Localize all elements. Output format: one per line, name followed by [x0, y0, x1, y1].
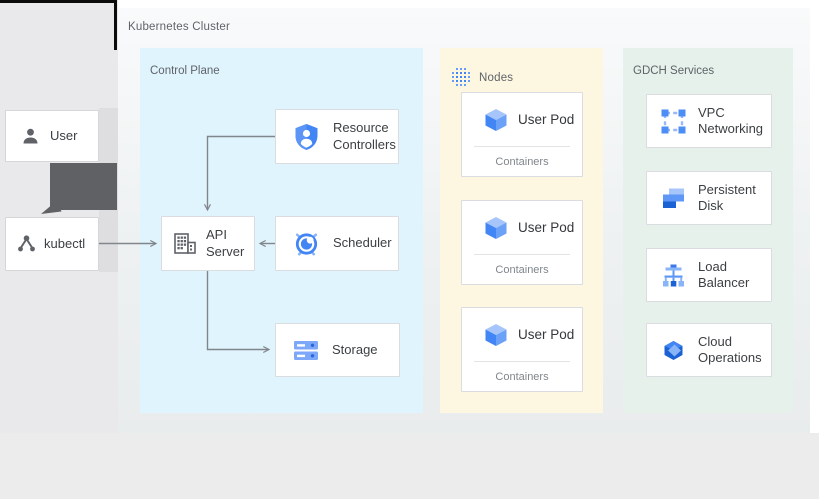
scheduler-clock-icon: [293, 230, 320, 257]
artifact-top-bar: [0, 0, 117, 3]
pod-cube-icon: [483, 322, 509, 348]
storage-label: Storage: [332, 341, 378, 357]
scheduler-label: Scheduler: [333, 235, 392, 251]
gdch-services-label: GDCH Services: [633, 65, 715, 77]
api-server-building-icon: [174, 233, 196, 254]
user-icon: [21, 127, 40, 146]
pod-cube-icon: [483, 215, 509, 241]
user-label: User: [50, 127, 78, 143]
cloud-operations-card: Cloud Operations: [646, 323, 772, 377]
persistent-disk-icon: [661, 186, 686, 211]
user-pod-row: User Pod: [462, 201, 582, 254]
shield-user-icon: [293, 123, 320, 151]
nodes-header: Nodes: [452, 68, 513, 87]
storage-disks-icon: [293, 339, 319, 362]
gdch-services-panel: GDCH Services VPC Networking: [623, 48, 793, 413]
big-arrow-user-to-kubectl: [50, 163, 117, 210]
user-pod-label: User Pod: [518, 112, 575, 127]
kubectl-label: kubectl: [44, 235, 86, 251]
load-balancer-card: Load Balancer: [646, 248, 772, 302]
nodes-panel: Nodes User Pod Containers: [440, 48, 603, 413]
vpc-networking-icon: [661, 109, 686, 134]
vpc-networking-label: VPC Networking: [698, 104, 764, 136]
bottom-gray-strip: [0, 433, 819, 499]
user-pod-card: User Pod Containers: [461, 200, 583, 285]
containers-label: Containers: [495, 156, 549, 168]
pod-divider: [474, 361, 570, 362]
resource-controllers-label: Resource Controllers: [333, 120, 396, 152]
containers-label: Containers: [495, 264, 549, 276]
containers-label: Containers: [495, 371, 549, 383]
user-pod-row: User Pod: [462, 308, 582, 361]
persistent-disk-label: Persistent Disk: [698, 181, 756, 213]
pod-divider: [474, 254, 570, 255]
storage-card: Storage: [275, 323, 400, 377]
api-server-card: API Server: [161, 216, 255, 271]
user-pod-label: User Pod: [518, 327, 575, 342]
persistent-disk-card: Persistent Disk: [646, 171, 772, 225]
user-pod-card: User Pod Containers: [461, 307, 583, 392]
kubectl-box: kubectl: [5, 217, 99, 271]
pod-cube-icon: [483, 107, 509, 133]
resource-controllers-card: Resource Controllers: [275, 109, 399, 164]
user-pod-row: User Pod: [462, 93, 582, 146]
pod-divider: [474, 146, 570, 147]
cloud-operations-icon: [661, 338, 686, 363]
vpc-networking-card: VPC Networking: [646, 94, 772, 148]
cloud-operations-label: Cloud Operations: [698, 333, 762, 365]
api-server-label: API Server: [206, 227, 245, 259]
load-balancer-icon: [661, 263, 686, 288]
user-box: User: [5, 110, 99, 162]
left-gray-band: [0, 0, 118, 433]
user-pod-card: User Pod Containers: [461, 92, 583, 177]
node-dot-grid-icon: [452, 68, 471, 87]
scheduler-card: Scheduler: [275, 216, 399, 271]
kubernetes-cluster-label: Kubernetes Cluster: [128, 21, 231, 33]
kubectl-icon: [16, 234, 37, 254]
control-plane-label: Control Plane: [150, 65, 220, 77]
artifact-side-bar: [114, 0, 117, 50]
nodes-label: Nodes: [479, 71, 514, 84]
user-pod-label: User Pod: [518, 220, 575, 235]
load-balancer-label: Load Balancer: [698, 258, 750, 290]
